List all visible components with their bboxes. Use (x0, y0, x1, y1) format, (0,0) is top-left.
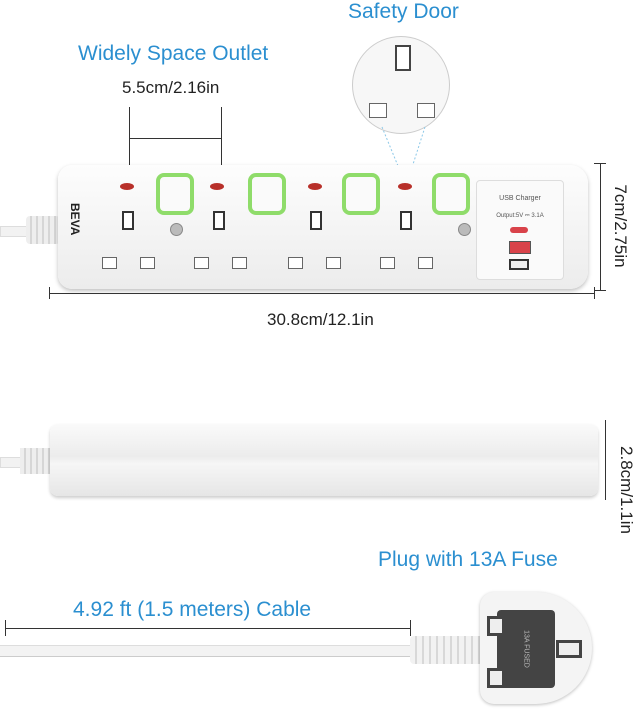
screw (170, 223, 183, 236)
length-dim-line (49, 293, 594, 294)
indicator-led (308, 183, 322, 190)
plug-pin (487, 668, 505, 688)
indicator-led (210, 183, 224, 190)
cord-strain-relief (26, 216, 60, 244)
length-label: 30.8cm/12.1in (267, 310, 374, 329)
earth-slot (122, 211, 134, 230)
height-dim-line (600, 163, 601, 290)
spacing-dim-line (129, 138, 222, 139)
uk-plug: 13A FUSED (480, 592, 592, 704)
earth-slot (213, 211, 225, 230)
plug-pin (487, 616, 505, 636)
outlet-switch-2[interactable] (248, 173, 286, 215)
usb-c-port (510, 227, 528, 233)
cable (0, 645, 420, 657)
earth-slot (310, 211, 322, 230)
outlet-switch-4[interactable] (432, 173, 470, 215)
screw (458, 223, 471, 236)
depth-label: 2.8cm/1.1in (617, 446, 636, 534)
cord-strain-relief-side (20, 448, 52, 474)
plug-fuse-label: Plug with 13A Fuse (378, 548, 558, 571)
fuse-holder: 13A FUSED (497, 610, 555, 688)
usb-output-spec: Output:5V ⎓ 3.1A (496, 213, 544, 219)
usb-a-port (509, 259, 529, 270)
indicator-led (398, 183, 412, 190)
cable-length-label: 4.92 ft (1.5 meters) Cable (73, 598, 312, 621)
earth-slot (400, 211, 412, 230)
cable-dim-line (5, 628, 410, 629)
safety-door-zoom (352, 36, 450, 134)
fuse-text: 13A FUSED (522, 630, 530, 668)
indicator-led (120, 183, 134, 190)
plug-strain-relief (410, 636, 485, 664)
safety-door-label: Safety Door (348, 0, 459, 23)
outlet-switch-1[interactable] (156, 173, 194, 215)
usb-charger-panel: USB Charger Output:5V ⎓ 3.1A (476, 180, 564, 280)
outlet-spacing-label: 5.5cm/2.16in (122, 78, 220, 97)
height-label: 7cm/2.75in (611, 184, 630, 268)
depth-dim-line (605, 420, 606, 500)
widely-space-outlet-label: Widely Space Outlet (78, 42, 269, 65)
brand-logo: BEVA (68, 203, 82, 236)
earth-pin (556, 640, 582, 658)
power-strip-front: BEVA USB Charger Output:5V ⎓ 3.1A (58, 165, 588, 289)
power-strip-side (50, 424, 598, 496)
outlet-switch-3[interactable] (342, 173, 380, 215)
usb-a-quick-port (509, 241, 531, 254)
usb-panel-title: USB Charger (499, 195, 541, 202)
